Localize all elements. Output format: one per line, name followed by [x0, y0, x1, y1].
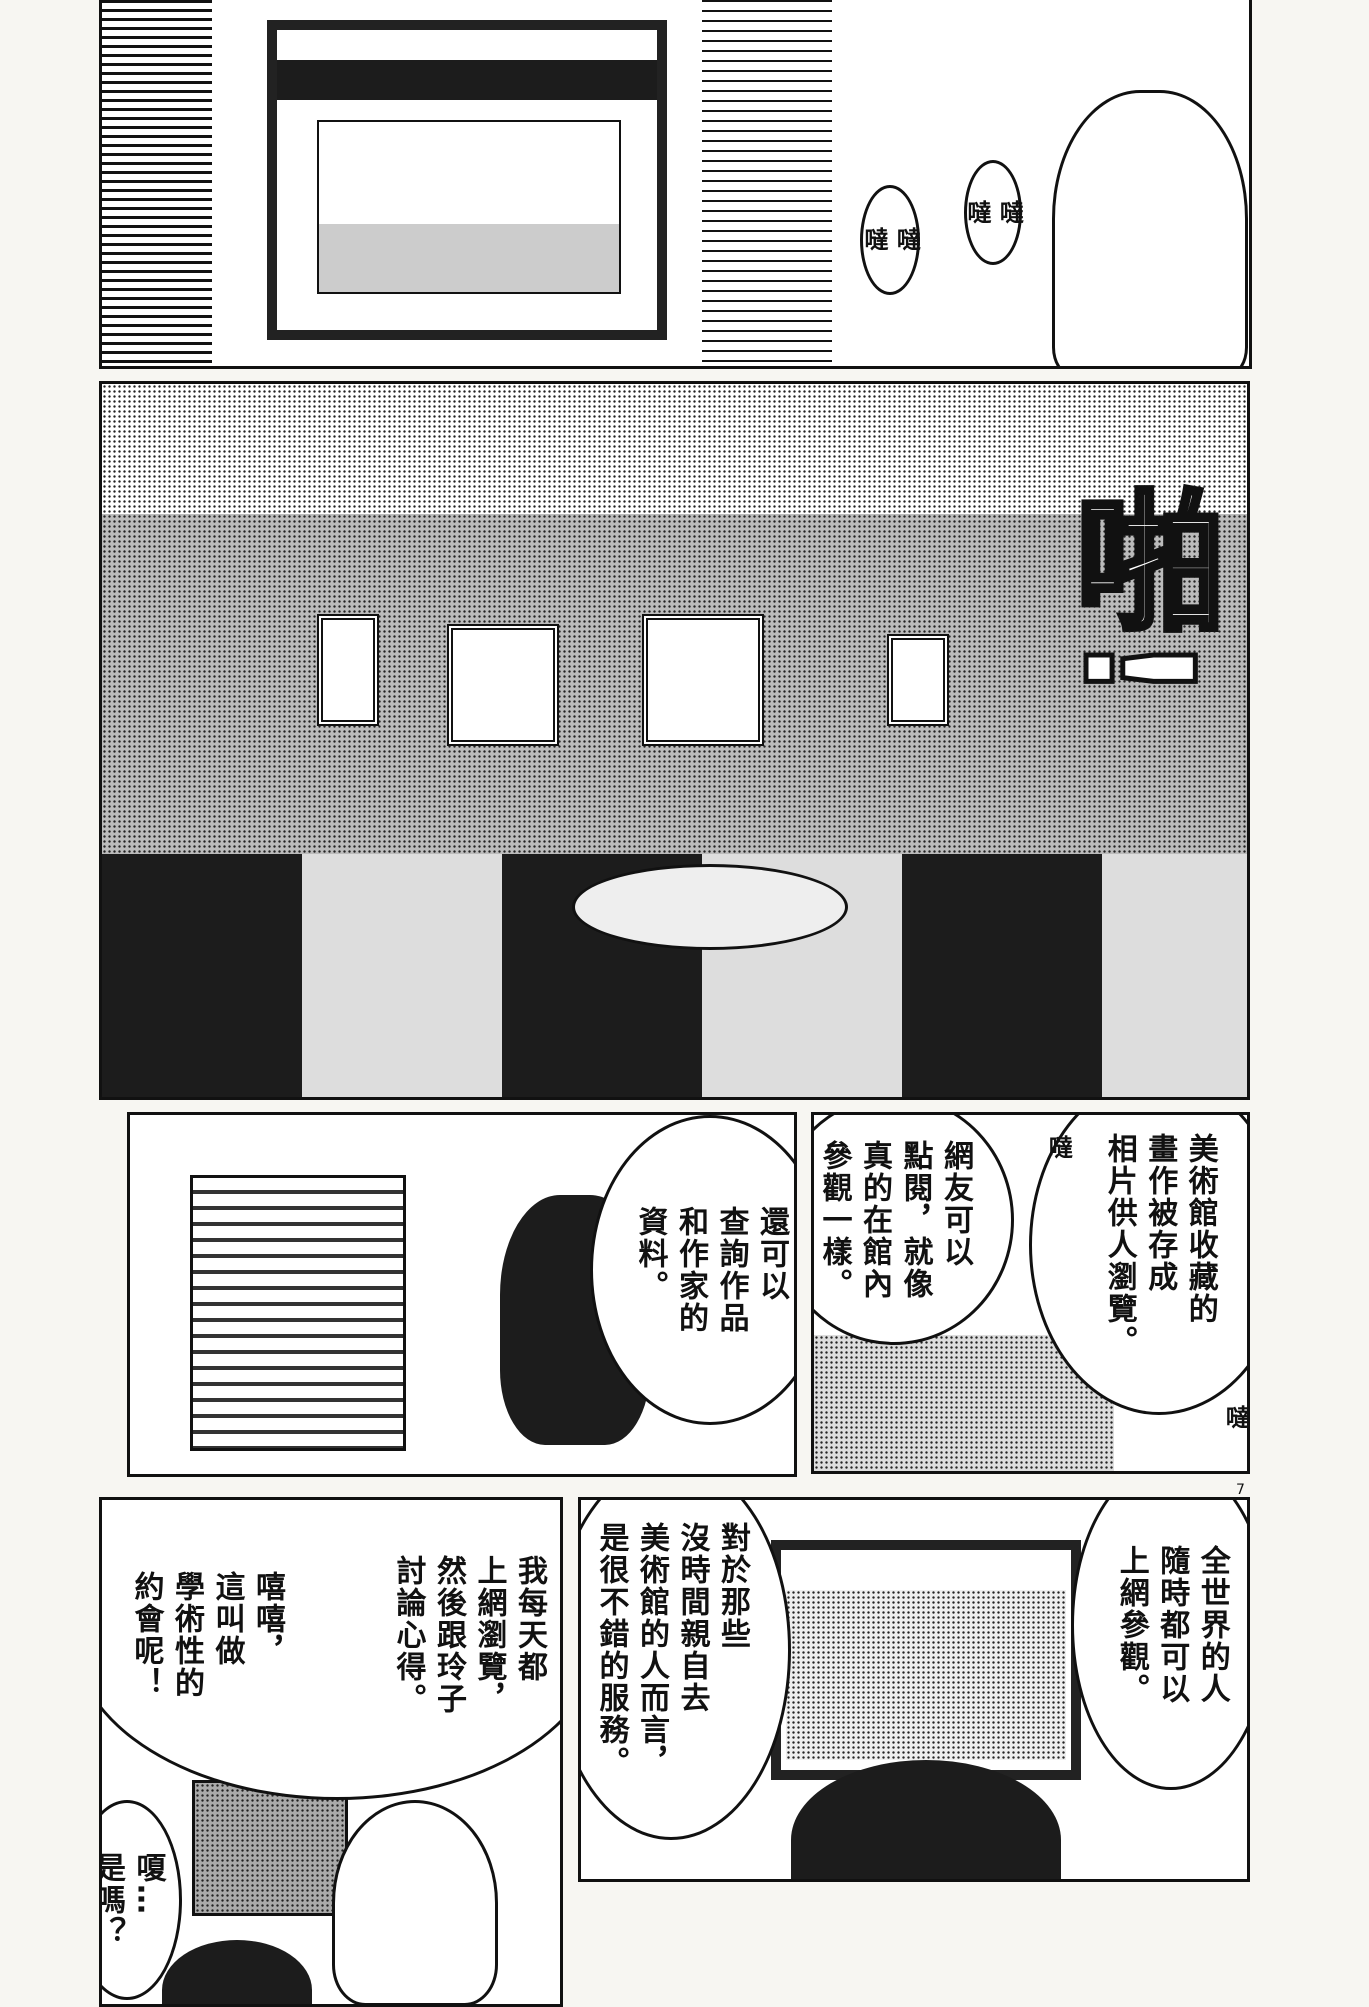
speech-bubble-tap-2: 噠 噠: [963, 160, 1023, 265]
speech-bubble-worldwide: 全世界的人 隨時都可以 上網參觀。: [1071, 1500, 1247, 1790]
speech-bubble-service: 對於那些 沒時間親自去 美術館的人而言， 是很不錯的服務。: [581, 1500, 791, 1840]
monitor-screen: [267, 20, 667, 340]
smiling-man: [332, 1800, 498, 2004]
web-page-text: [190, 1175, 406, 1451]
picture-frame: [317, 614, 379, 726]
girl-head: [791, 1760, 1061, 1879]
panel-museum-hall: 啪!: [99, 381, 1250, 1100]
gallery-corridor-image: [786, 1590, 1066, 1760]
speed-lines: [102, 0, 212, 366]
sfx-tap: 噠: [1044, 1135, 1073, 1161]
girl-hair: [162, 1940, 312, 2004]
picture-frame: [642, 614, 764, 746]
panel-computer-screen-gallery: 噠 噠 噠 噠: [99, 0, 1252, 369]
panel-girl-monitor: 對於那些 沒時間親自去 美術館的人而言， 是很不錯的服務。 全世界的人 隨時都可…: [578, 1497, 1250, 1882]
ceiling: [102, 384, 1247, 524]
panel-vase-screen: 還可以 查詢作品 和作家的 資料。: [127, 1112, 797, 1477]
sfx-tap: 噠: [1221, 1405, 1250, 1431]
picture-frame: [887, 634, 949, 726]
monitor: [192, 1780, 348, 1916]
speech-bubble-daily: 嘻嘻， 這叫做 學術性的 約會呢！ 我每天都 上網瀏覽， 然後跟玲子 討論心得。: [102, 1500, 560, 1800]
sfx-pa: 啪!: [1048, 481, 1227, 704]
picture-frame: [447, 624, 559, 746]
page-number: 7: [1236, 1482, 1245, 1498]
speech-bubble-netizens: 網友可以 點閱，就像 真的在館內 參觀一樣。: [814, 1115, 1014, 1345]
center-bench: [572, 864, 848, 950]
gallery-doors-image: [317, 120, 621, 294]
speech-bubble-search: 還可以 查詢作品 和作家的 資料。: [590, 1115, 794, 1425]
wall-lines: [702, 0, 832, 366]
hall-walls: [102, 514, 1247, 854]
monitor-screen: [771, 1540, 1081, 1780]
speech-bubble-tap-1: 噠 噠: [860, 185, 920, 295]
panel-keyboard: 網友可以 點閱，就像 真的在館內 參觀一樣。 美術館收藏的 畫作被存成 相片供人…: [811, 1112, 1250, 1474]
panel-man-smiling: 嘻嘻， 這叫做 學術性的 約會呢！ 我每天都 上網瀏覽， 然後跟玲子 討論心得。…: [99, 1497, 563, 2007]
man-at-computer: [1052, 90, 1248, 366]
